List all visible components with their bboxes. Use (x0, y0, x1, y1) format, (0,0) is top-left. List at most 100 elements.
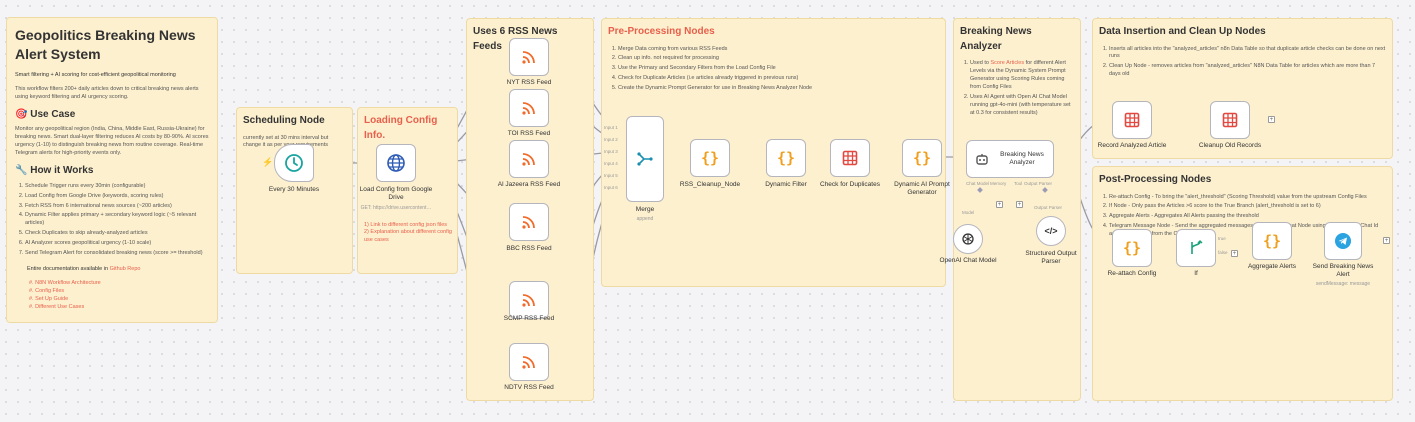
step-item: Aggregate Alerts - Aggregates All Alerts… (1109, 213, 1386, 221)
merge-node[interactable] (626, 116, 664, 202)
rss-icon (522, 216, 535, 229)
table-icon (842, 150, 858, 166)
add-tool-button[interactable]: + (1016, 201, 1023, 208)
record-article-label: Record Analyzed Article (1097, 142, 1167, 149)
workflow-tagline: Smart filtering + AI scoring for cost-ef… (15, 71, 176, 78)
step-item: AI Analyzer scores geopolitical urgency … (25, 240, 209, 248)
add-node-button[interactable]: + (1268, 116, 1275, 123)
aggregate-alerts-node[interactable]: {} (1252, 222, 1292, 260)
step-item: Re-attach Config - To bring the "alert_t… (1109, 194, 1386, 202)
step-text: for different Alert Levels via the Dynam… (970, 60, 1066, 90)
config-link-1[interactable]: 1) Link to different config json files (364, 222, 448, 228)
openai-port-label: Model (962, 210, 975, 215)
step-item: Inserts all articles into the "analyzed_… (1109, 46, 1386, 62)
load-config-label: Load Config from Google Drive (359, 186, 433, 202)
code-braces-icon: {} (1262, 232, 1282, 250)
openai-chat-model-label: OpenAI Chat Model (939, 257, 997, 264)
rss-cleanup-node[interactable]: {} (690, 139, 730, 177)
rss-cleanup-label: RSS_Cleanup_Node (679, 181, 741, 188)
record-article-node[interactable] (1112, 101, 1152, 139)
robot-icon (976, 154, 988, 165)
cleanup-old-records-node[interactable] (1210, 101, 1250, 139)
rss-node-nyt[interactable] (509, 38, 549, 76)
add-false-branch-button[interactable]: + (1231, 250, 1238, 257)
add-node-button[interactable]: + (1383, 237, 1390, 244)
openai-icon (962, 233, 974, 245)
rss-title: Uses 6 RSS News Feeds (473, 26, 558, 52)
merge-input-label: Input 1 (604, 125, 618, 130)
reattach-config-node[interactable]: {} (1112, 229, 1152, 267)
how-it-works-steps: Schedule Trigger runs every 30min (confi… (15, 183, 209, 259)
doc-link[interactable]: #. Set Up Guide (29, 296, 69, 303)
aggregate-alerts-label: Aggregate Alerts (1247, 263, 1297, 270)
main-description-note: Geopolitics Breaking News Alert System S… (6, 17, 218, 323)
cleanup-old-records-label: Cleanup Old Records (1198, 142, 1262, 149)
scheduling-title: Scheduling Node (243, 115, 325, 126)
schedule-trigger-label: Every 30 Minutes (268, 186, 320, 193)
config-title: Loading Config Info. (364, 115, 438, 141)
postprocessing-title: Post-Processing Nodes (1099, 174, 1212, 185)
step-item: Use the Primary and Secondary Filters fr… (618, 65, 939, 73)
insertion-title: Data Insertion and Clean Up Nodes (1099, 26, 1266, 37)
doc-link[interactable]: #. Config Files (29, 288, 65, 295)
check-duplicates-node[interactable] (830, 139, 870, 177)
score-articles-link[interactable]: Score Articles (990, 60, 1025, 66)
insertion-steps: Inserts all articles into the "analyzed_… (1099, 46, 1386, 80)
merge-label: Merge (635, 206, 655, 213)
dynamic-filter-label: Dynamic Filter (765, 181, 807, 188)
step-item: Fetch RSS from 6 international news sour… (25, 203, 209, 211)
merge-input-label: Input 2 (604, 137, 618, 142)
breaking-news-analyzer-node[interactable]: Breaking News Analyzer (966, 140, 1054, 178)
prompt-generator-label: Dynamic AI Prompt Generator (894, 181, 950, 197)
if-label: If (1194, 270, 1198, 277)
doc-link[interactable]: #. N8N Workflow Architecture (29, 280, 101, 287)
lightning-icon: ⚡ (262, 157, 274, 167)
schedule-trigger-node[interactable] (274, 144, 314, 182)
clock-icon (285, 154, 303, 172)
step-item: Uses AI Agent with Open AI Chat Model ru… (970, 94, 1074, 118)
docs-prefix: Entire documentation available in (27, 266, 110, 273)
merge-input-label: Input 6 (604, 185, 618, 190)
telegram-subtitle: sendMessage: message (1315, 281, 1371, 287)
merge-input-label: Input 4 (604, 161, 618, 166)
load-config-node[interactable] (376, 144, 416, 182)
rss-label-bbc: BBC RSS Feed (506, 245, 552, 252)
structured-output-parser-node[interactable]: </> (1036, 216, 1066, 246)
telegram-node[interactable] (1324, 222, 1362, 260)
rss-icon (522, 102, 535, 115)
rss-node-scmp[interactable] (509, 281, 549, 319)
analyzer-title: Breaking News Analyzer (960, 26, 1032, 52)
merge-subtitle: append (636, 216, 654, 222)
parser-port-label: Output Parser (1034, 205, 1063, 210)
if-false-port: false (1218, 250, 1228, 255)
if-node[interactable] (1176, 229, 1216, 267)
rss-icon (522, 153, 535, 166)
prompt-generator-node[interactable]: {} (902, 139, 942, 177)
use-case-heading: 🎯 Use Case (15, 108, 76, 120)
rss-node-bbc[interactable] (509, 203, 549, 241)
step-text: Used to (970, 60, 991, 66)
rss-icon (522, 356, 535, 369)
load-config-subtitle: GET: https://drive.usercontent… (360, 205, 432, 211)
analyzer-port-label: Chat Model (966, 181, 990, 186)
code-braces-icon: {} (776, 149, 796, 167)
rss-node-ndtv[interactable] (509, 343, 549, 381)
dynamic-filter-node[interactable]: {} (766, 139, 806, 177)
openai-chat-model-node[interactable] (953, 224, 983, 254)
github-repo-link[interactable]: Github Repo (109, 266, 141, 273)
add-memory-button[interactable]: + (996, 201, 1003, 208)
step-item: Clean Up Node - removes articles from "a… (1109, 63, 1386, 79)
doc-link[interactable]: #. Different Use Cases (29, 304, 85, 311)
step-item: Check for Duplicate Articles (i.e articl… (618, 75, 939, 83)
merge-input-label: Input 5 (604, 173, 618, 178)
step-item: Clean up info. not required for processi… (618, 55, 939, 63)
if-true-port: true (1218, 236, 1226, 241)
postprocessing-steps: Re-attach Config - To bring the "alert_t… (1099, 194, 1386, 240)
rss-label-toi: TOI RSS Feed (507, 130, 551, 137)
branch-icon (1191, 240, 1203, 254)
rss-node-toi[interactable] (509, 89, 549, 127)
rss-node-aljazeera[interactable] (509, 140, 549, 178)
rss-icon (522, 294, 535, 307)
analyzer-title-text: Breaking News Analyzer (1000, 150, 1044, 166)
config-link-2[interactable]: 2) Explanation about different config us… (364, 229, 452, 243)
